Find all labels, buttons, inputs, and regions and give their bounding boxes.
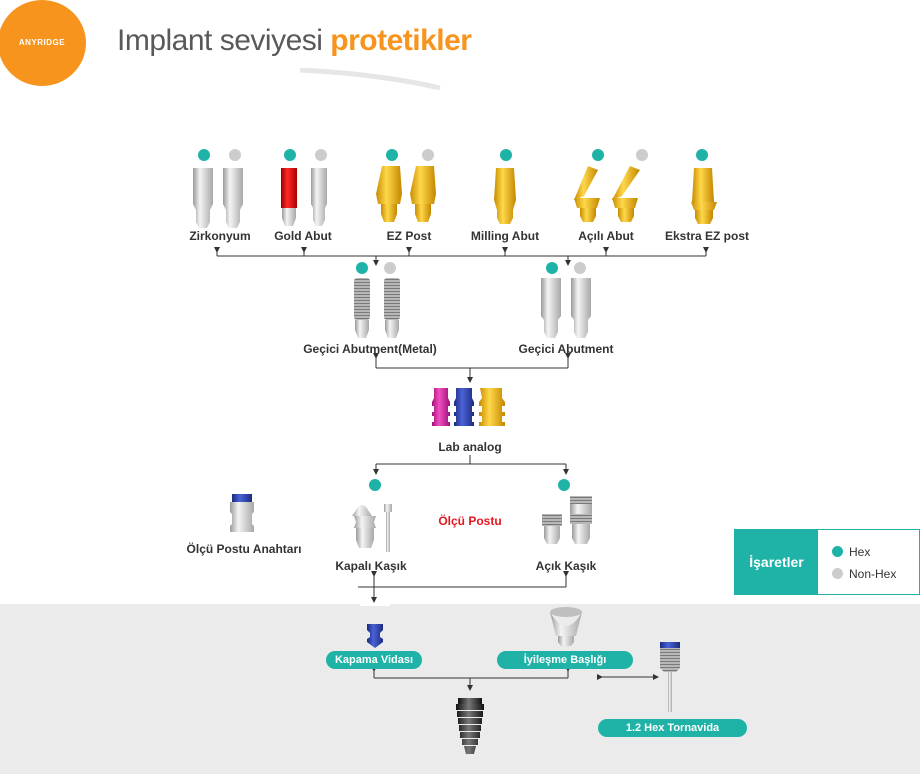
hex-screwdriver-pill: 1.2 Hex Tornavida [598, 719, 747, 737]
temporary-abutment-metal-image [354, 278, 400, 338]
healing-cap-image [550, 607, 582, 646]
gold-abut-hex-dot [284, 149, 296, 161]
closed-tray-hex-dot [369, 479, 381, 491]
ez-post-hex-dot [386, 149, 398, 161]
temporary-abutment-image [541, 278, 591, 338]
title-regular: Implant seviyesi [117, 24, 331, 57]
legend-hex: Hex [832, 545, 870, 559]
cover-screw-image [367, 624, 383, 648]
zirkonyum-abutments-image [193, 168, 243, 228]
open-tray-image [542, 496, 592, 544]
open-tray-hex-dot [558, 479, 570, 491]
ez-post-nonhex-dot [422, 149, 434, 161]
milling-abut-image [494, 168, 516, 224]
legend-hex-dot [832, 546, 843, 557]
label-impression-post: Ölçü Postu [438, 514, 502, 528]
label-lab-analog: Lab analog [438, 440, 502, 454]
title-underline-swoosh [300, 68, 441, 91]
temp-hex-dot [546, 262, 558, 274]
label-closed-tray: Kapalı Kaşık [335, 559, 407, 573]
label-open-tray: Açık Kaşık [535, 559, 597, 573]
label-temporary: Geçici Abutment [518, 342, 614, 356]
lab-analog-image [432, 388, 505, 426]
label-gold-abut: Gold Abut [274, 229, 332, 243]
acili-abut-nonhex-dot [636, 149, 648, 161]
label-acili-abut: Açılı Abut [578, 229, 634, 243]
zirkonyum-nonhex-dot [229, 149, 241, 161]
ekstra-ez-post-hex-dot [696, 149, 708, 161]
label-ekstra-ez-post: Ekstra EZ post [664, 229, 750, 243]
gold-abut-images [281, 168, 327, 226]
brand-logo: ANYRIDGE [0, 0, 86, 86]
acili-abut-hex-dot [592, 149, 604, 161]
label-zirkonyum: Zirkonyum [189, 229, 251, 243]
cover-screw-pill: Kapama Vidası [326, 651, 422, 669]
legend-nonhex-label: Non-Hex [849, 567, 897, 581]
gold-abut-nonhex-dot [315, 149, 327, 161]
acili-abut-images [574, 166, 640, 222]
title-highlight: protetikler [330, 24, 472, 57]
closed-tray-image [352, 504, 392, 552]
label-milling-abut: Milling Abut [470, 229, 540, 243]
label-impression-post-wrench: Ölçü Postu Anahtarı [186, 542, 302, 556]
bottom-section-background [0, 604, 920, 774]
milling-abut-hex-dot [500, 149, 512, 161]
zirkonyum-hex-dot [198, 149, 210, 161]
temp-metal-hex-dot [356, 262, 368, 274]
temp-nonhex-dot [574, 262, 586, 274]
legend-title: İşaretler [735, 530, 818, 594]
ekstra-ez-post-image [691, 168, 717, 224]
label-temporary-metal: Geçici Abutment(Metal) [303, 342, 437, 356]
hex-screwdriver-image [660, 642, 680, 712]
logo-text: ANYRIDGE [18, 38, 66, 47]
healing-cap-pill: İyileşme Başlığı [497, 651, 633, 669]
legend: İşaretler Hex Non-Hex [734, 529, 920, 595]
implant-fixture-image [456, 698, 484, 754]
ez-post-images [376, 166, 436, 222]
legend-hex-label: Hex [849, 545, 871, 559]
impression-post-wrench-image [230, 494, 254, 532]
page-title: Implant seviyesi protetikler [117, 24, 472, 58]
legend-nonhex: Non-Hex [832, 567, 896, 581]
legend-nonhex-dot [832, 568, 843, 579]
temp-metal-nonhex-dot [384, 262, 396, 274]
label-ez-post: EZ Post [386, 229, 432, 243]
